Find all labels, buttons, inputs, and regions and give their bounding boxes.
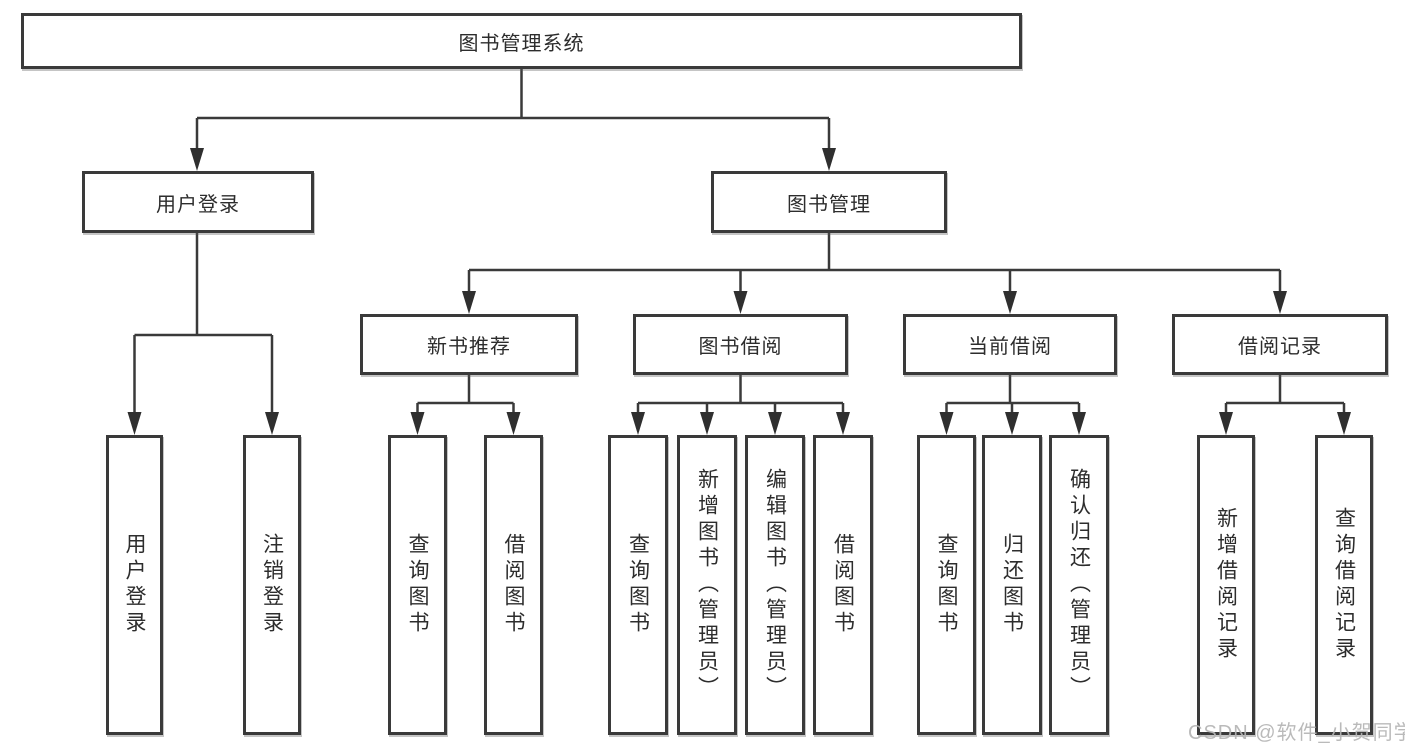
leaf-query-borrow-record-label: 查询借阅记录 — [1332, 507, 1356, 663]
leaf-logout-label: 注销登录 — [260, 533, 284, 637]
node-new-book-recommend-label: 新书推荐 — [427, 336, 511, 358]
leaf-query-book-2: 查询图书 — [608, 435, 668, 735]
node-book-management: 图书管理 — [711, 171, 947, 233]
node-current-borrow: 当前借阅 — [903, 314, 1117, 375]
leaf-query-book-2-label: 查询图书 — [626, 533, 650, 637]
csdn-watermark: CSDN @软件_小贺同学 — [1188, 722, 1405, 744]
node-root-label: 图书管理系统 — [458, 32, 585, 55]
leaf-query-borrow-record: 查询借阅记录 — [1315, 435, 1373, 735]
node-book-borrow-label: 图书借阅 — [698, 336, 783, 358]
node-book-borrow: 图书借阅 — [633, 314, 848, 375]
arrowheads — [127, 148, 1351, 435]
leaf-borrow-book-2: 借阅图书 — [813, 435, 873, 735]
leaf-edit-book-admin-label: 编辑图书（管理员） — [763, 468, 787, 702]
leaf-user-login-label: 用户登录 — [123, 533, 146, 637]
leaf-logout: 注销登录 — [243, 435, 301, 735]
node-borrow-record: 借阅记录 — [1172, 314, 1388, 375]
node-user-login-label: 用户登录 — [156, 193, 240, 216]
leaf-confirm-return-admin: 确认归还（管理员） — [1049, 435, 1109, 735]
leaf-edit-book-admin: 编辑图书（管理员） — [745, 435, 805, 735]
leaf-query-book-3: 查询图书 — [917, 435, 976, 735]
node-borrow-record-label: 借阅记录 — [1238, 336, 1322, 358]
leaf-add-borrow-record-label: 新增借阅记录 — [1214, 507, 1238, 663]
leaf-query-book-1-label: 查询图书 — [406, 533, 429, 637]
leaf-return-book-label: 归还图书 — [1000, 533, 1024, 637]
leaf-user-login: 用户登录 — [106, 435, 163, 735]
node-root-system: 图书管理系统 — [21, 13, 1022, 69]
leaf-add-book-admin: 新增图书（管理员） — [677, 435, 737, 735]
node-user-login: 用户登录 — [82, 171, 314, 233]
leaf-confirm-return-admin-label: 确认归还（管理员） — [1067, 468, 1091, 702]
leaf-borrow-book-1: 借阅图书 — [484, 435, 543, 735]
leaf-query-book-3-label: 查询图书 — [935, 533, 958, 637]
node-book-management-label: 图书管理 — [787, 193, 871, 216]
leaf-borrow-book-1-label: 借阅图书 — [502, 533, 525, 637]
node-current-borrow-label: 当前借阅 — [968, 336, 1052, 358]
leaf-return-book: 归还图书 — [982, 435, 1042, 735]
leaf-add-book-admin-label: 新增图书（管理员） — [695, 468, 719, 702]
node-new-book-recommend: 新书推荐 — [360, 314, 578, 375]
leaf-add-borrow-record: 新增借阅记录 — [1197, 435, 1255, 735]
leaf-borrow-book-2-label: 借阅图书 — [831, 533, 855, 637]
leaf-query-book-1: 查询图书 — [388, 435, 447, 735]
